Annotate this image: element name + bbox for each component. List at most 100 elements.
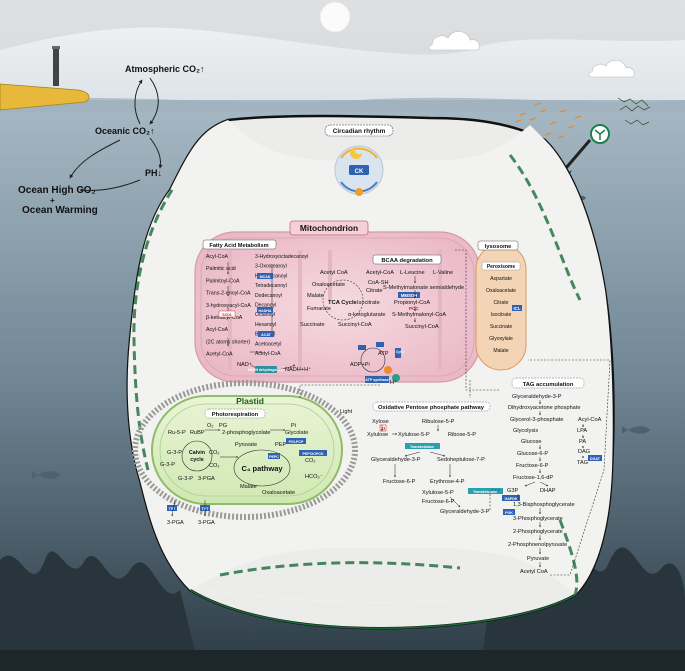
g3p-1: G-3-P [167,450,182,456]
tag-acylcoa: Acyl-CoA [578,417,602,423]
atp-synthase-label: ATP synthase [365,378,388,382]
bcaa-title: BCAA degradation [381,258,433,264]
dgat-tag-box [588,455,602,461]
tag-glycolysis: Glycolysis [513,428,538,434]
icl-tag-box [512,305,522,311]
mmsdh-tag: MMSDH [401,293,418,298]
ppp-e4p: Erythrose-4-P [430,479,465,485]
tag-acetyl: Acetyl CoA [520,569,548,575]
tag-glucose: Glucose [521,439,542,445]
lysosome-title-box [477,240,519,251]
photoresp-title-box [204,408,266,419]
lysosome-title: lysosome [485,244,513,250]
pcc-tag: PCC [409,306,419,311]
ck-label: CK [355,169,364,175]
g3p-2: G-3-P [160,462,175,468]
pyruvate-label: Pyruvate [235,442,257,448]
ppp-arrows [381,425,461,508]
ru5p-label: Ru-5-P [168,430,186,436]
pepc-tag: PEPC [269,455,279,459]
tag-lpa: LPA [577,428,587,434]
carbon-loop-arrows [69,77,163,193]
pepck-tag-box [299,450,327,456]
bcaa-msa: S-Methylmalonate semialdehyde [383,285,464,291]
tca-oxaloacetate: Oxaloacetate [312,282,345,288]
tag-dhap: DHAP [540,488,556,494]
fam-title-box [202,239,277,250]
tag-g6p: Glucose-6-P [517,451,548,457]
tag-pyruvate: Pyruvate [527,556,549,562]
atm-co2-label: Atmospheric CO₂↑ [125,64,205,74]
cytc-label: Cyt c [396,350,404,354]
ppp-xyl5p2: Xylulose-5-P [422,490,454,496]
circadian-title: Circadian rhythm [333,128,386,135]
bcaa-succinyl: Succinyl-CoA [405,324,439,330]
tag-f6p: Fructose-6-P [516,463,549,469]
tag-bpg: 1,3-Bisphosphoglycerate [513,502,575,508]
fam-right-item-7: Hexanoyl [255,322,276,328]
tag-pg3: 3-Phosphoglycerate [513,516,563,522]
transketolase-box-1 [405,443,440,449]
c4-malate: Malate [240,484,257,490]
tag-dag: DAG [578,449,590,455]
xi-tag-box [379,424,387,432]
sun-icon [319,1,351,33]
c4-oaa: Oxaloacetate [262,490,295,496]
fam-enzyme-tag-box-3 [258,331,274,337]
calvin-title-1: Calvin [189,450,205,456]
fam-left-item-3: Trans-2-enoyl-CoA [206,291,251,297]
ppp-ga3p: Glyceraldehyde-3-P [371,457,421,463]
fam-left-item-4: 3-hydroxyacyl-CoA [206,303,251,309]
c4-title: C₄ pathway [241,464,283,473]
ppp-ribulose5p: Ribulose-5-P [422,419,455,425]
fam-left-item-2: Palmitoyl-CoA [206,278,240,284]
lysosome-item-4: Succinate [490,324,513,330]
tag-title-box [511,377,585,389]
tca-acetyl: Acetyl CoA [320,270,348,276]
lysosome-item-6: Malate [493,348,508,354]
adp-label: ADP+Pi [350,362,370,368]
pgk-tag-box [503,509,515,515]
nadh-dehydrogenase: NADH dehydrogenase [248,368,284,372]
o2-label: O₂ [207,423,214,429]
plastid [132,380,358,520]
pepck-tag: PEPCK/PCK [303,452,324,456]
bcaa-propionyl: Propionyl-CoA [394,300,430,306]
tag-title: TAG accumulation [523,382,574,388]
pglpcp-tag: PGLPCP [289,440,304,444]
pg2-label: 2-phosphoglycolate [222,430,271,436]
bcaa-leucine: L-Leucine [400,270,425,276]
tpt-tag-2: TPT [202,507,210,511]
calvin-title-2: cycle [190,457,204,463]
moon-icon [350,147,362,159]
bcaa-acetyl: Acetyl-CoA [366,270,394,276]
pga-1: 3-PGA [198,476,215,482]
connector-lines [299,249,611,576]
calvin-ring [181,440,213,472]
cloud-icon [428,31,635,78]
fam-enzyme-tag-box-1 [257,307,273,313]
sun-small-icon [355,188,363,196]
nadh-label: NADH+H⁺ [285,366,311,373]
ppp-xylulose5p: Xylulose-5-P [398,432,430,438]
fam-left-item-8: Acetyl-CoA [206,352,233,358]
mitochondrion [194,231,481,383]
photoresp-title: Photorespiration [212,412,259,418]
tpt-tag-1: TPT [169,507,177,511]
fam-enzyme-tag-box-0 [257,273,273,279]
transketolase-box-2 [468,488,503,494]
lysosome-item-3: Isocitrate [491,312,512,318]
fam-enzyme-tag-3: ACAT [261,333,272,337]
c4-ring [233,449,291,487]
co2-3: CO₂ [305,458,316,464]
hco3-label: HCO₃⁻ [305,474,323,480]
co2-1: CO₂ [209,450,220,456]
tca-succinate: Succinate [300,322,325,328]
bcaa-title-box [372,254,442,265]
lysosome-item-0: Aspartate [490,276,512,282]
pga-out-1: 3-PGA [167,520,184,526]
plastid-arrows [171,429,286,517]
peroxisome-title-box [481,261,521,271]
pgk-tag: PGK [505,511,513,515]
tag-dhap-full: Dihydroxyacetone phosphate [508,405,580,411]
